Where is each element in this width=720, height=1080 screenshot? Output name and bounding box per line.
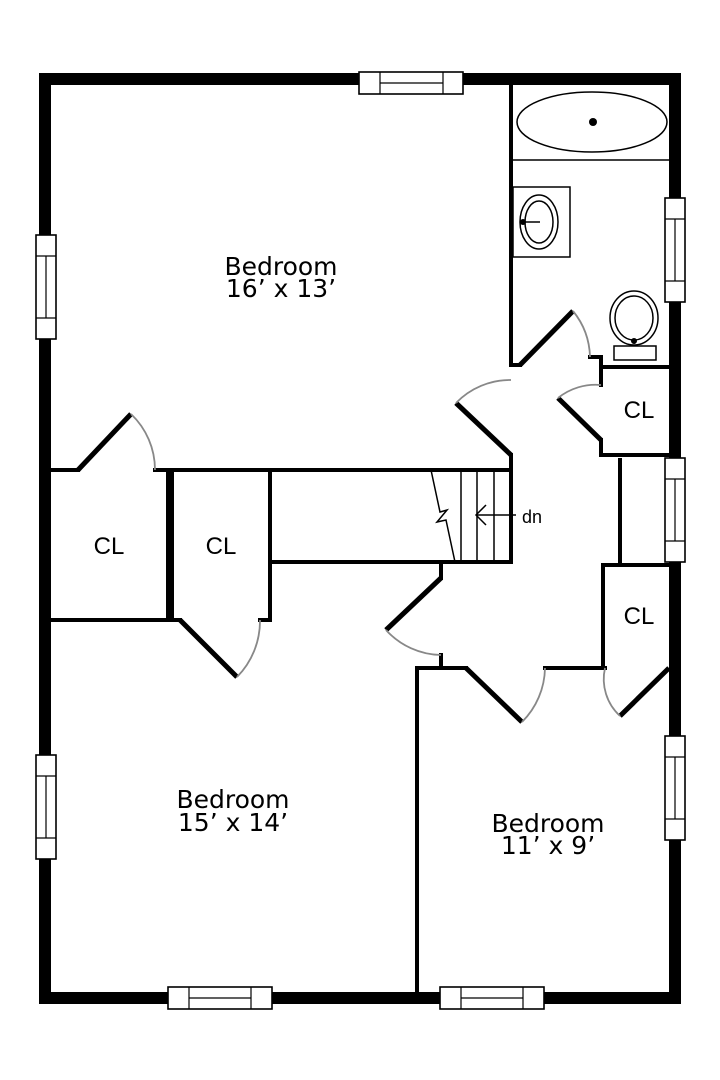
window-right-hall bbox=[664, 457, 686, 563]
windows bbox=[35, 71, 686, 1010]
staircase bbox=[430, 469, 516, 563]
room-name-bedroom-left: Bedroom bbox=[176, 785, 289, 814]
closet-label-middle: CL bbox=[206, 533, 237, 560]
window-left-lower bbox=[35, 754, 57, 860]
closet-label-left: CL bbox=[94, 533, 125, 560]
toilet-icon bbox=[609, 290, 659, 361]
window-bottom-right bbox=[439, 986, 545, 1010]
stairs-down-label: dn bbox=[522, 507, 542, 527]
closet-label-right: CL bbox=[624, 603, 655, 630]
room-dims-bedroom-top: 16’ x 13’ bbox=[226, 274, 336, 303]
window-right-bath bbox=[664, 197, 686, 303]
exterior-wall bbox=[39, 73, 681, 1004]
window-left-upper bbox=[35, 234, 57, 340]
room-name-bedroom-right: Bedroom bbox=[491, 809, 604, 838]
room-dims-bedroom-right: 11’ x 9’ bbox=[501, 831, 595, 860]
bathtub-icon bbox=[511, 91, 669, 161]
room-name-bedroom-top: Bedroom bbox=[224, 252, 337, 281]
closet-label-bath-side: CL bbox=[624, 397, 655, 424]
window-top bbox=[358, 71, 464, 95]
room-dims-bedroom-left: 15’ x 14’ bbox=[178, 808, 288, 837]
interior-walls bbox=[49, 83, 671, 1000]
sink-icon bbox=[512, 186, 571, 258]
window-right-bedroom bbox=[664, 735, 686, 841]
window-bottom-left bbox=[167, 986, 273, 1010]
doors bbox=[76, 309, 671, 724]
